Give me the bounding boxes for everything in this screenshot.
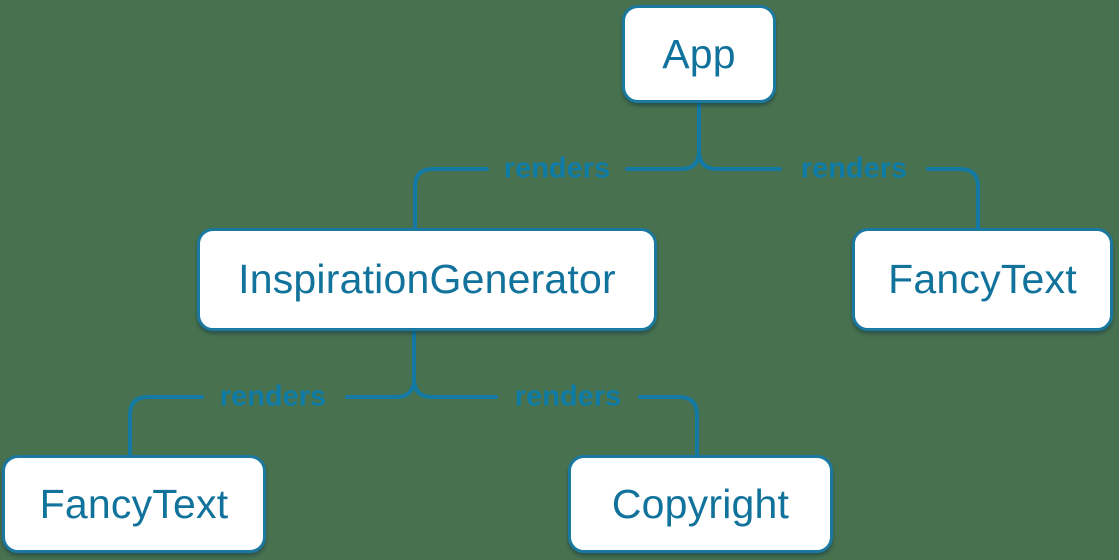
edge-label-renders: renders (800, 152, 908, 185)
node-label: InspirationGenerator (238, 256, 616, 302)
node-fancy-text-top: FancyText (852, 228, 1113, 331)
node-inspiration-generator: InspirationGenerator (197, 228, 657, 331)
edge-label-renders: renders (503, 152, 611, 185)
edge-label-renders: renders (219, 380, 327, 413)
node-copyright: Copyright (568, 455, 833, 553)
node-label: FancyText (888, 256, 1077, 302)
node-label: Copyright (611, 480, 790, 527)
node-app: App (622, 5, 776, 103)
node-fancy-text-bottom: FancyText (2, 455, 266, 553)
node-label: FancyText (39, 480, 229, 527)
edge-label-renders: renders (514, 380, 622, 413)
edge-app-to-fancytext (697, 101, 980, 231)
edge-inspirationgenerator-to-copyright (412, 328, 699, 458)
node-label: App (662, 30, 736, 77)
